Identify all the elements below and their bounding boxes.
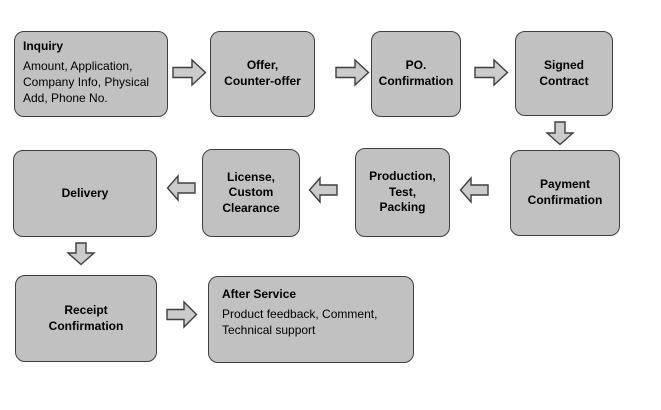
arrow-right-icon bbox=[172, 58, 207, 87]
node-after-service-body: Product feedback, Comment, Technical sup… bbox=[222, 307, 378, 337]
node-production-label: Production, Test, Packing bbox=[369, 169, 436, 215]
arrow-right-icon bbox=[474, 58, 509, 87]
node-signed-label: Signed Contract bbox=[539, 57, 589, 88]
arrow-right-icon bbox=[335, 58, 370, 87]
node-production-test-packing: Production, Test, Packing bbox=[355, 148, 450, 237]
node-delivery-label: Delivery bbox=[61, 185, 109, 200]
node-inquiry: Inquiry Amount, Application, Company Inf… bbox=[14, 31, 168, 117]
node-inquiry-body: Amount, Application, Company Info, Physi… bbox=[23, 59, 150, 105]
node-license-label: License, Custom Clearance bbox=[222, 169, 280, 215]
node-after-service: After Service Product feedback, Comment,… bbox=[208, 276, 414, 363]
node-inquiry-title: Inquiry bbox=[23, 39, 64, 53]
node-offer-label: Offer, Counter-offer bbox=[224, 58, 301, 88]
arrow-down-icon bbox=[66, 242, 96, 266]
arrow-right-icon bbox=[166, 300, 198, 329]
arrow-left-icon bbox=[308, 176, 338, 204]
arrow-left-icon bbox=[166, 174, 196, 202]
arrow-down-icon bbox=[545, 121, 575, 146]
node-signed-contract: Signed Contract bbox=[515, 31, 613, 116]
node-payment-label: Payment Confirmation bbox=[527, 177, 603, 207]
arrow-left-icon bbox=[459, 176, 489, 204]
node-license-custom-clearance: License, Custom Clearance bbox=[202, 149, 300, 237]
node-receipt-label: Receipt Confirmation bbox=[48, 302, 124, 333]
node-po-confirmation: PO. Confirmation bbox=[371, 31, 461, 117]
node-after-service-title: After Service bbox=[222, 287, 297, 301]
node-payment-confirmation: Payment Confirmation bbox=[510, 150, 620, 236]
node-receipt-confirmation: Receipt Confirmation bbox=[15, 275, 157, 362]
node-offer-counter-offer: Offer, Counter-offer bbox=[210, 31, 315, 117]
node-delivery: Delivery bbox=[13, 150, 157, 237]
node-po-label: PO. Confirmation bbox=[378, 58, 454, 88]
